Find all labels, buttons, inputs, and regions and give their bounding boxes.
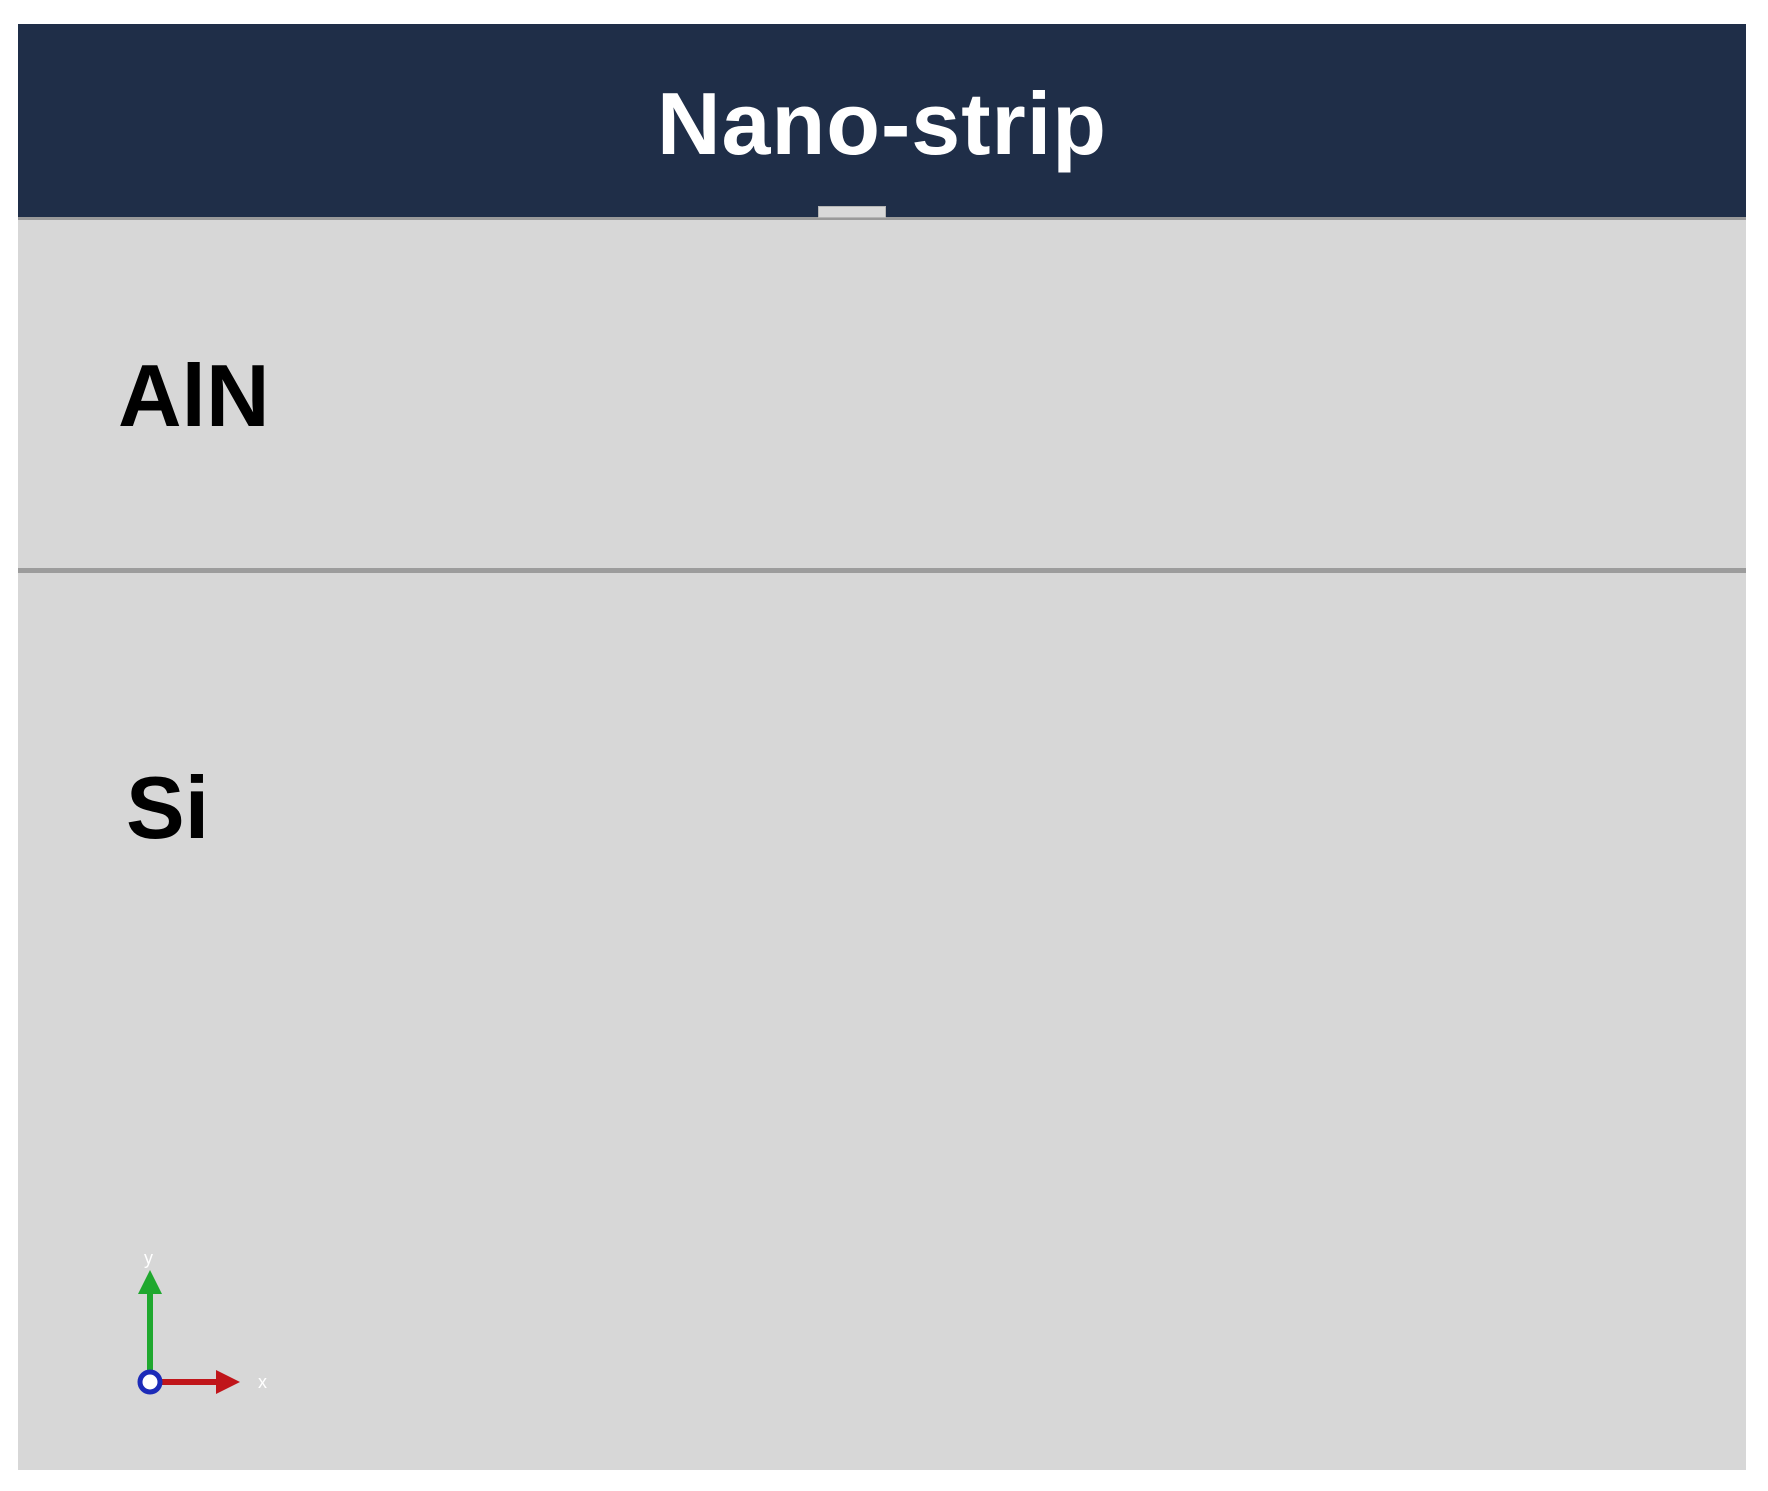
- header-bar: Nano-strip: [18, 24, 1746, 220]
- y-axis-label: y: [144, 1248, 153, 1268]
- y-axis-arrowhead: [138, 1270, 162, 1294]
- nano-strip-element: [818, 206, 886, 218]
- coordinate-axes-icon: y x: [137, 1248, 267, 1395]
- top-layer-label: AlN: [118, 346, 270, 445]
- layer-interface-line: [18, 568, 1746, 573]
- x-axis-arrowhead: [216, 1370, 240, 1394]
- z-axis-marker: [137, 1369, 163, 1395]
- x-axis-label: x: [258, 1372, 267, 1392]
- bottom-layer-label: Si: [126, 758, 210, 857]
- nano-strip-diagram: Nano-strip AlN Si y x: [18, 24, 1746, 1470]
- diagram-title: Nano-strip: [657, 74, 1107, 173]
